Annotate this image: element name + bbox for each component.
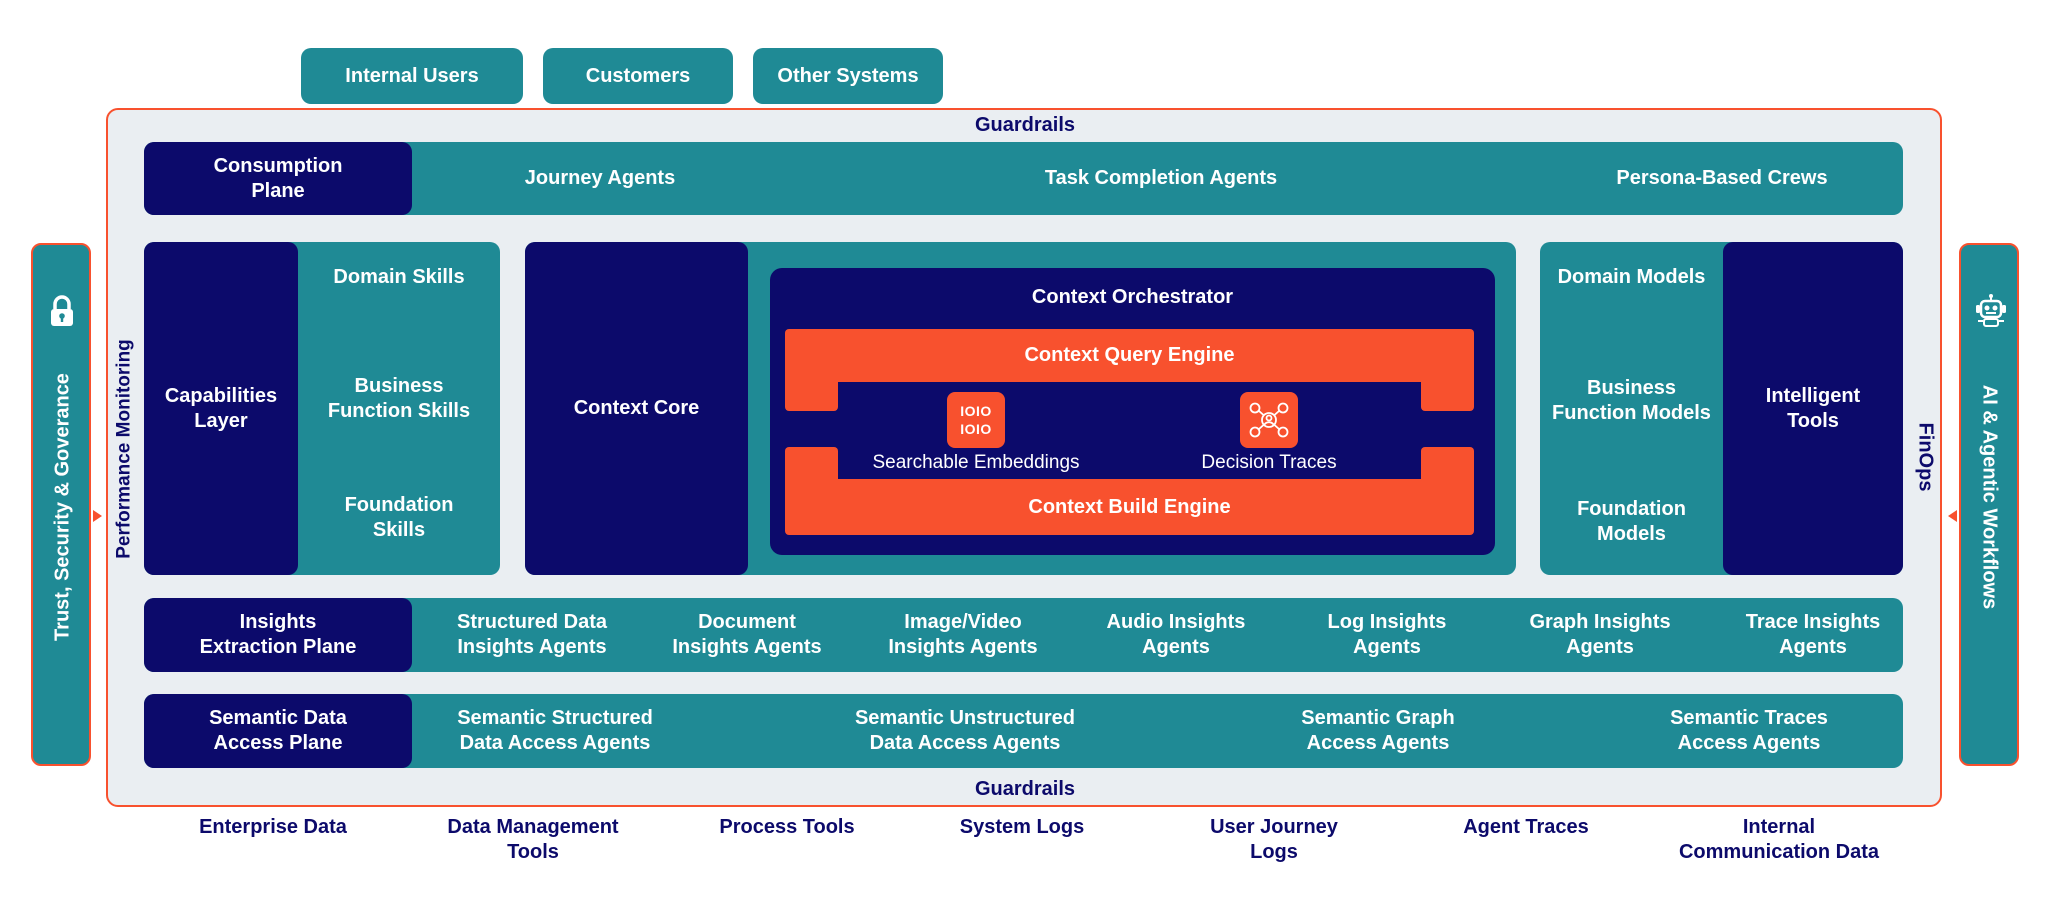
capabilities-layer-title: Capabilities Layer: [144, 242, 298, 575]
consumption-plane-title: Consumption Plane: [144, 142, 412, 215]
semantic-item-graph: Semantic Graph Access Agents: [1301, 707, 1455, 754]
insights-item-graph: Graph Insights Agents: [1529, 611, 1671, 658]
guardrails-bottom-label: Guardrails: [974, 777, 1076, 800]
consumption-item-journey-agents: Journey Agents: [524, 167, 676, 189]
context-block: Context Core Context Orchestrator Contex…: [525, 242, 1516, 575]
context-build-engine-label: Context Build Engine: [1028, 495, 1231, 518]
build-engine-right-leg: [1421, 447, 1474, 481]
source-enterprise-data: Enterprise Data: [199, 816, 347, 838]
ai-agentic-label: AI & Agentic Workflows: [1978, 384, 2001, 610]
user-box-other-systems: Other Systems: [753, 48, 943, 104]
insights-item-trace: Trace Insights Agents: [1745, 611, 1881, 658]
context-query-engine: Context Query Engine: [785, 329, 1474, 382]
skill-domain: Domain Skills: [333, 265, 465, 288]
semantic-data-access-title: Semantic Data Access Plane: [144, 694, 412, 768]
decision-traces-label: Decision Traces: [1201, 452, 1337, 473]
model-domain: Domain Models: [1557, 265, 1706, 288]
source-internal-communication-data: Internal Communication Data: [1678, 816, 1880, 863]
insights-item-audio: Audio Insights Agents: [1106, 611, 1246, 658]
user-box-internal-users: Internal Users: [301, 48, 523, 104]
network-people-icon: [1249, 402, 1289, 438]
embeddings-icon: IOIO IOIO: [947, 392, 1005, 448]
trust-security-pillar: Trust, Security & Goverance: [31, 243, 91, 766]
model-business-function: Business Function Models: [1552, 377, 1711, 424]
build-engine-left-leg: [785, 447, 838, 481]
semantic-item-unstructured: Semantic Unstructured Data Access Agents: [854, 707, 1076, 754]
user-box-customers: Customers: [543, 48, 733, 104]
searchable-embeddings-label: Searchable Embeddings: [872, 452, 1080, 473]
insights-item-document: Document Insights Agents: [672, 611, 822, 658]
left-arrow-icon: [93, 510, 102, 522]
performance-monitoring-label: Performance Monitoring: [113, 339, 135, 559]
context-orchestrator-title: Context Orchestrator: [1031, 285, 1234, 308]
insights-item-log: Log Insights Agents: [1327, 611, 1447, 658]
lock-icon: [51, 295, 73, 326]
context-build-engine: Context Build Engine: [785, 479, 1474, 535]
semantic-item-traces: Semantic Traces Access Agents: [1670, 707, 1828, 754]
consumption-item-task-completion-agents: Task Completion Agents: [1044, 167, 1278, 189]
insights-item-structured-data: Structured Data Insights Agents: [456, 611, 608, 658]
intelligent-tools-title: Intelligent Tools: [1723, 242, 1903, 575]
query-engine-right-leg: [1421, 381, 1474, 411]
skill-foundation: Foundation Skills: [344, 494, 454, 541]
source-user-journey-logs: User Journey Logs: [1210, 816, 1338, 863]
semantic-item-structured: Semantic Structured Data Access Agents: [457, 707, 653, 754]
skill-business-function: Business Function Skills: [327, 375, 471, 422]
trust-security-label: Trust, Security & Goverance: [51, 373, 74, 641]
intelligent-tools-block: Domain Models Business Function Models F…: [1540, 242, 1903, 575]
consumption-plane: Consumption Plane Journey Agents Task Co…: [144, 142, 1903, 215]
consumption-item-persona-based-crews: Persona-Based Crews: [1616, 167, 1828, 189]
robot-icon: [1976, 294, 2006, 327]
context-query-engine-label: Context Query Engine: [1024, 344, 1235, 366]
context-orchestrator: Context Orchestrator Context Query Engin…: [770, 268, 1495, 555]
source-data-management-tools: Data Management Tools: [447, 816, 619, 863]
query-engine-left-leg: [785, 381, 838, 411]
ai-agentic-pillar: AI & Agentic Workflows: [1959, 243, 2019, 766]
capabilities-block: Capabilities Layer Domain Skills Busines…: [144, 242, 500, 575]
source-agent-traces: Agent Traces: [1463, 816, 1589, 838]
source-system-logs: System Logs: [959, 816, 1085, 838]
semantic-data-access-plane: Semantic Data Access Plane Semantic Stru…: [144, 694, 1903, 768]
insights-extraction-plane: Insights Extraction Plane Structured Dat…: [144, 598, 1903, 672]
context-core-title: Context Core: [525, 242, 748, 575]
finops-label: FinOps: [1914, 422, 1937, 492]
model-foundation: Foundation Models: [1577, 498, 1686, 545]
decision-traces-icon: [1240, 392, 1298, 448]
insights-extraction-title: Insights Extraction Plane: [144, 598, 412, 672]
insights-item-image-video: Image/Video Insights Agents: [888, 611, 1038, 658]
guardrails-top-label: Guardrails: [974, 113, 1076, 136]
source-process-tools: Process Tools: [719, 816, 855, 838]
right-arrow-icon: [1948, 510, 1957, 522]
